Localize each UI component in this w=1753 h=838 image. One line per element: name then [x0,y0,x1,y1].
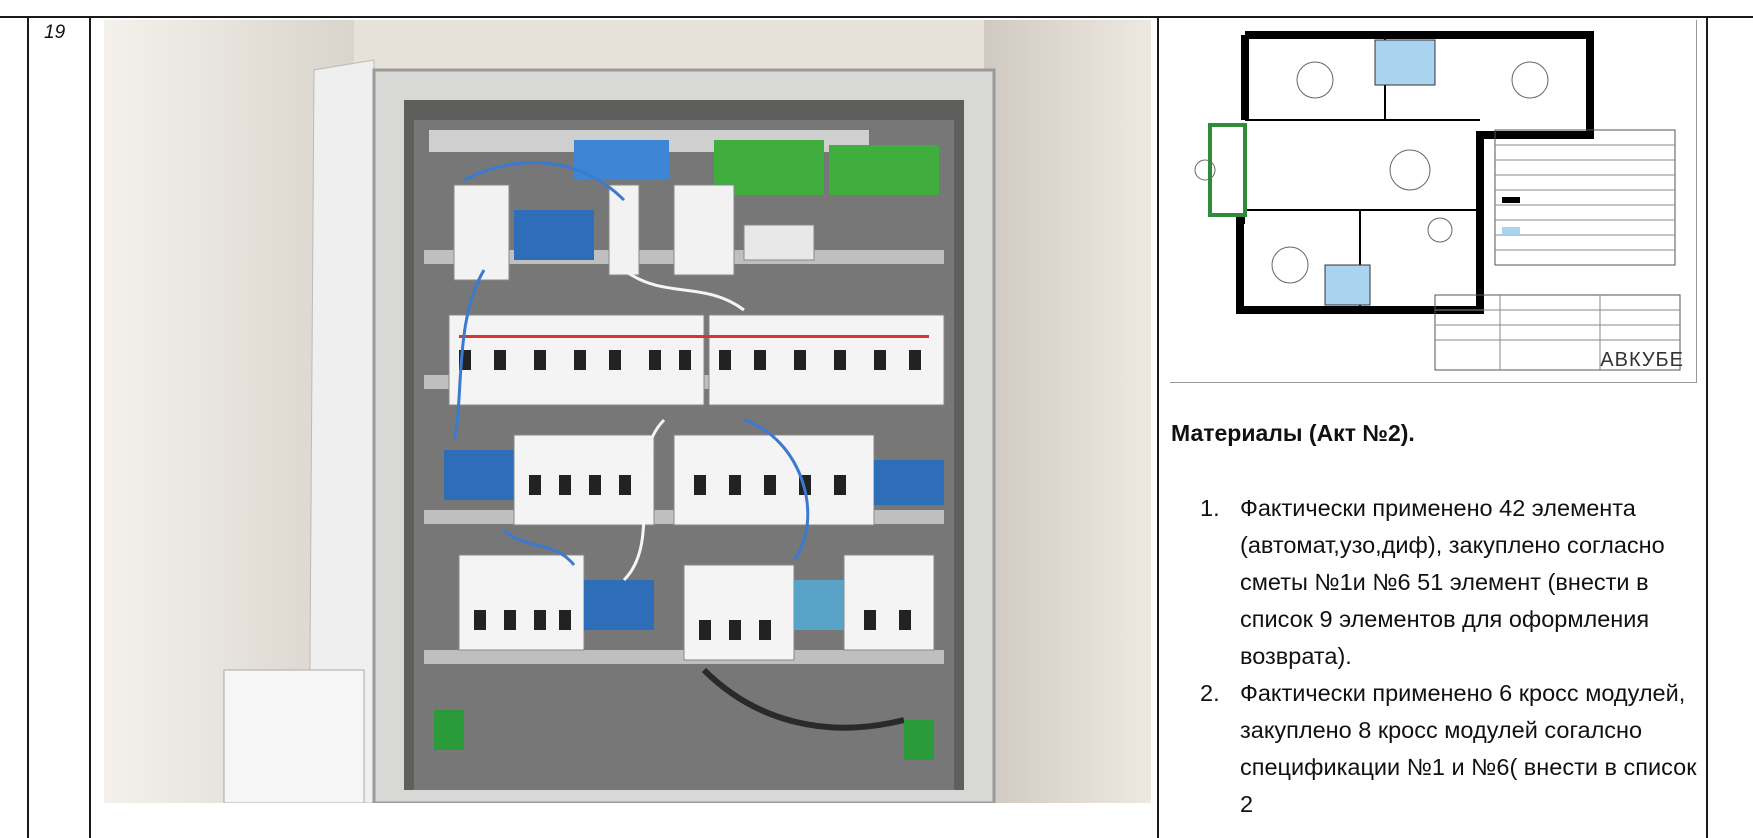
table-top-border [0,16,1753,18]
materials-heading: Материалы (Акт №2). [1171,420,1415,446]
electrical-panel-photo-icon [104,20,1151,803]
list-item-number: 2. [1200,680,1220,706]
list-item-number: 1. [1200,495,1220,521]
floor-plan-drawing-icon [1170,20,1696,382]
list-item: 2. Фактически применено 6 кросс модулей,… [1200,675,1700,823]
column-divider-2 [1157,16,1159,838]
column-divider-1 [89,16,91,838]
floor-plan-drawing: АВКУБЕ [1170,20,1697,383]
table-left-border [27,16,29,838]
row-number: 19 [44,22,66,43]
list-item: 1. Фактически применено 42 элемента (авт… [1200,490,1700,675]
list-item-text: Фактически применено 42 элемента (автома… [1240,495,1665,669]
list-item-text: Фактически применено 6 кросс модулей, за… [1240,680,1697,817]
table-right-border [1706,16,1708,838]
materials-list: 1. Фактически применено 42 элемента (авт… [1200,490,1700,823]
electrical-panel-photo [104,20,1151,803]
plan-logo-text: АВКУБЕ [1600,349,1684,371]
